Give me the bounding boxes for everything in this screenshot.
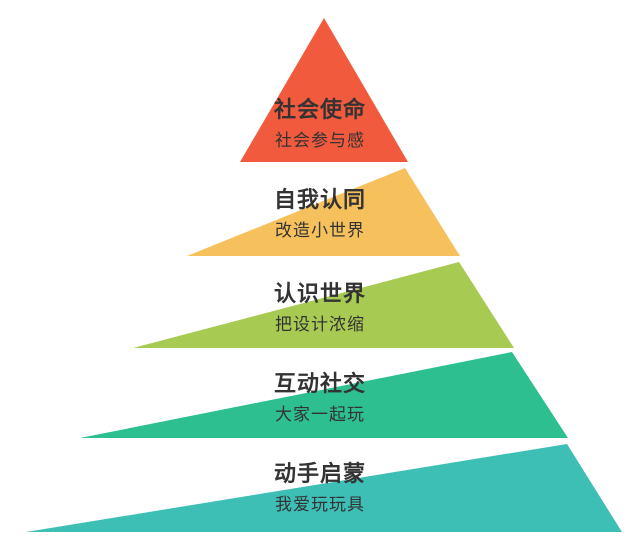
pyramid-level-3	[133, 262, 514, 348]
level-2-title: 自我认同	[273, 188, 366, 213]
pyramid-level-2	[187, 168, 460, 256]
level-1-subtitle: 社会参与感	[275, 131, 365, 151]
pyramid-level-4	[80, 352, 568, 438]
level-4-subtitle: 大家一起玩	[275, 405, 365, 425]
level-3-title: 认识世界	[273, 282, 366, 307]
level-4-title: 互动社交	[273, 372, 366, 397]
level-5-subtitle: 我爱玩玩具	[275, 495, 365, 515]
pyramid-level-5	[26, 444, 622, 532]
level-2-subtitle: 改造小世界	[275, 221, 365, 241]
level-3-subtitle: 把设计浓缩	[275, 315, 365, 335]
pyramid-level-1	[240, 18, 408, 162]
level-5-title: 动手启蒙	[273, 462, 366, 487]
level-1-title: 社会使命	[273, 98, 366, 123]
